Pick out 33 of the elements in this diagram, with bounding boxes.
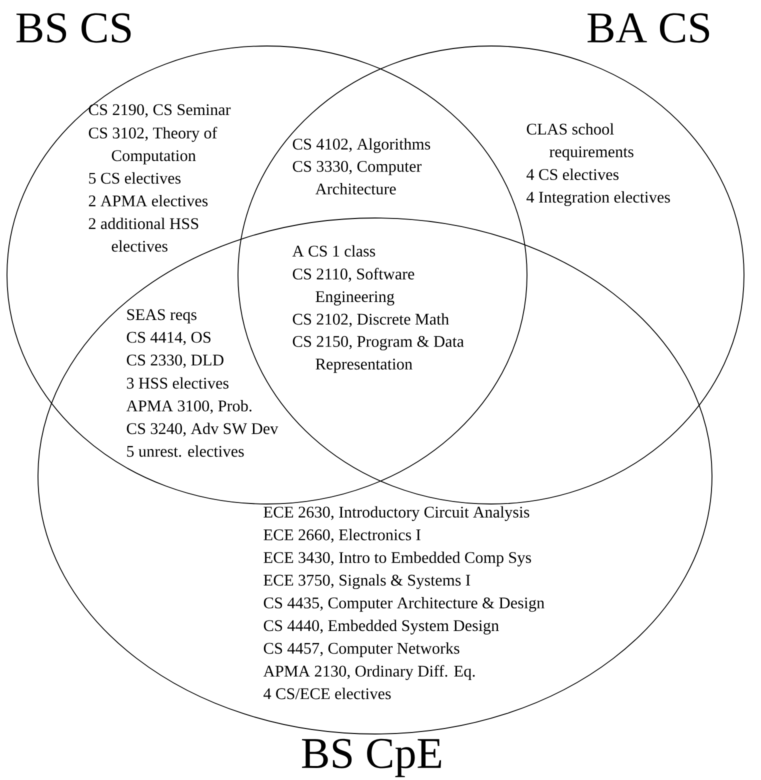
course-text: CS 2150, Program & Data Representation [292,336,464,373]
course-text: CS 3102, Theory of Computation [88,126,218,164]
set-title: BS CS [16,13,131,43]
course-text: CS 2330, DLD [126,354,224,368]
course-text: 2 additional HSS electives [88,218,198,252]
course-text: APMA 3100, Prob. [126,400,252,414]
course-text: CS 4435, Computer Architecture & Design [264,597,544,612]
course-text: ECE 3430, Intro to Embedded Comp Sys [264,552,532,566]
course-text: 4 CS electives [526,168,619,180]
course-text: SEAS reqs [127,309,196,324]
course-text: CS 4414, OS [126,332,210,346]
course-text: CS 4102, Algorithms [292,138,430,153]
course-text: APMA 2130, Ordinary Diff. Eq. [263,665,475,680]
course-text: 5 CS electives [89,172,181,184]
course-text: 4 Integration electives [526,191,670,206]
course-text: CS 3330, Computer Architecture [292,160,422,194]
set-title: BS CpE [302,738,442,778]
set-title: BA CS [588,13,710,43]
course-text: 5 unrest. electives [127,445,244,457]
course-text: ECE 2630, Introductory Circuit Analysis [264,506,530,521]
course-text: 4 CS/ECE electives [264,688,391,700]
course-text: CS 2190, CS Seminar [88,104,231,118]
course-text: CS 3240, Adv SW Dev [126,422,278,436]
course-text: CS 2110, Software Engineering [292,268,414,306]
course-text: ECE 2660, Electronics I [264,528,420,543]
course-text: A CS 1 class [292,245,376,257]
course-text: 2 APMA electives [88,195,208,206]
course-text: ECE 3750, Signals & Systems I [264,574,470,590]
course-text: CS 2102, Discrete Math [292,313,449,328]
course-text: CS 4457, Computer Networks [264,642,460,658]
course-text: 3 HSS electives [126,377,228,389]
course-text: CS 4440, Embedded System Design [264,620,499,634]
course-text: CLAS school requirements [526,123,634,161]
